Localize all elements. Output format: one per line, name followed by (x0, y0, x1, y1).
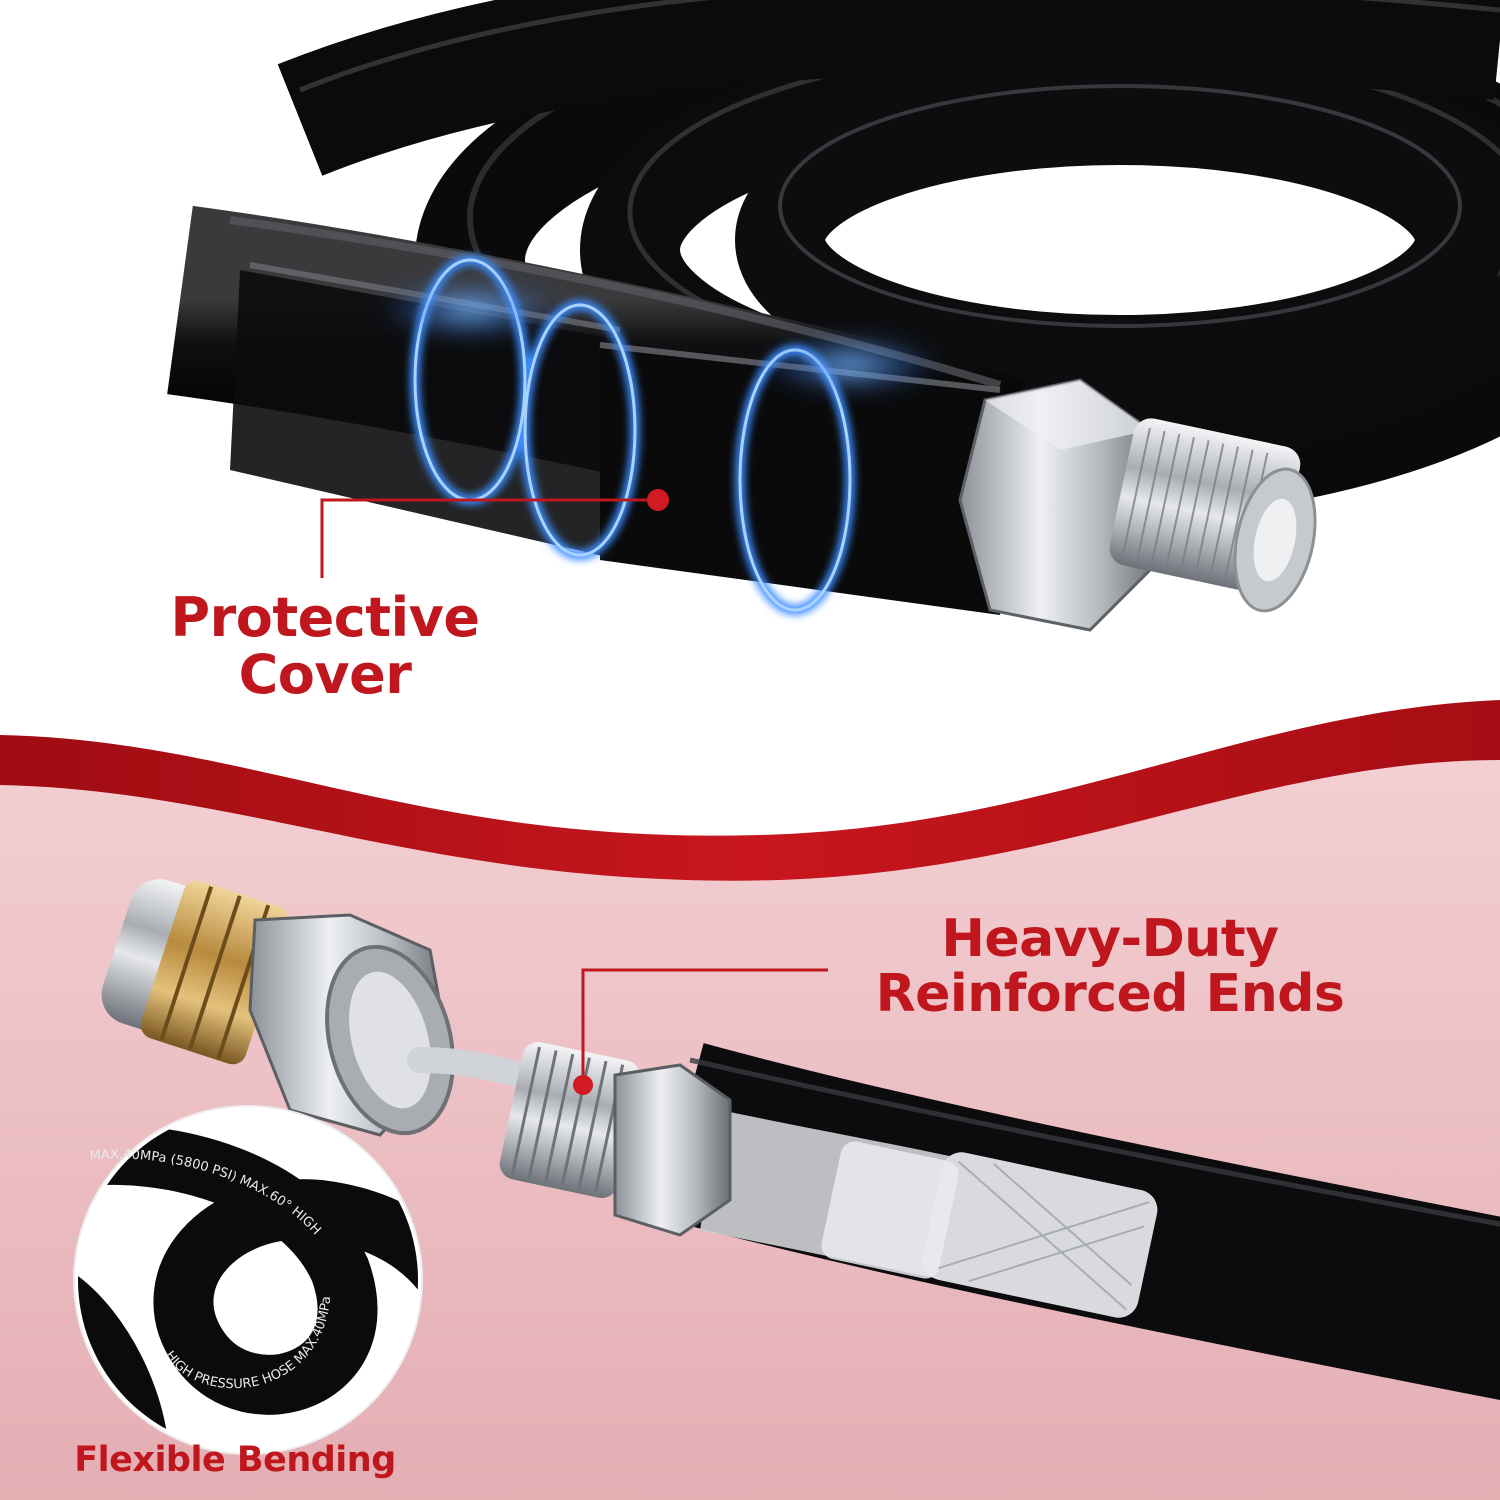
heavy-duty-label: Heavy-Duty Reinforced Ends (800, 912, 1420, 1021)
threaded-nipple-icon (499, 1042, 732, 1237)
threaded-fitting-icon (958, 378, 1317, 632)
protective-cover-label: Protective Cover (100, 586, 550, 706)
heavy-duty-line2: Reinforced Ends (875, 963, 1345, 1024)
reinforced-hose (656, 1043, 1500, 1401)
heavy-duty-line1: Heavy-Duty (941, 909, 1279, 969)
callout-protective-cover (320, 489, 669, 578)
protective-cover-hose (167, 205, 1025, 615)
callout-heavy-duty (573, 968, 828, 1095)
quick-coupler-icon (101, 879, 553, 1137)
protective-cover-line1: Protective (170, 586, 480, 649)
flexible-bending-label: Flexible Bending (74, 1440, 396, 1480)
protective-cover-line2: Cover (238, 642, 412, 706)
